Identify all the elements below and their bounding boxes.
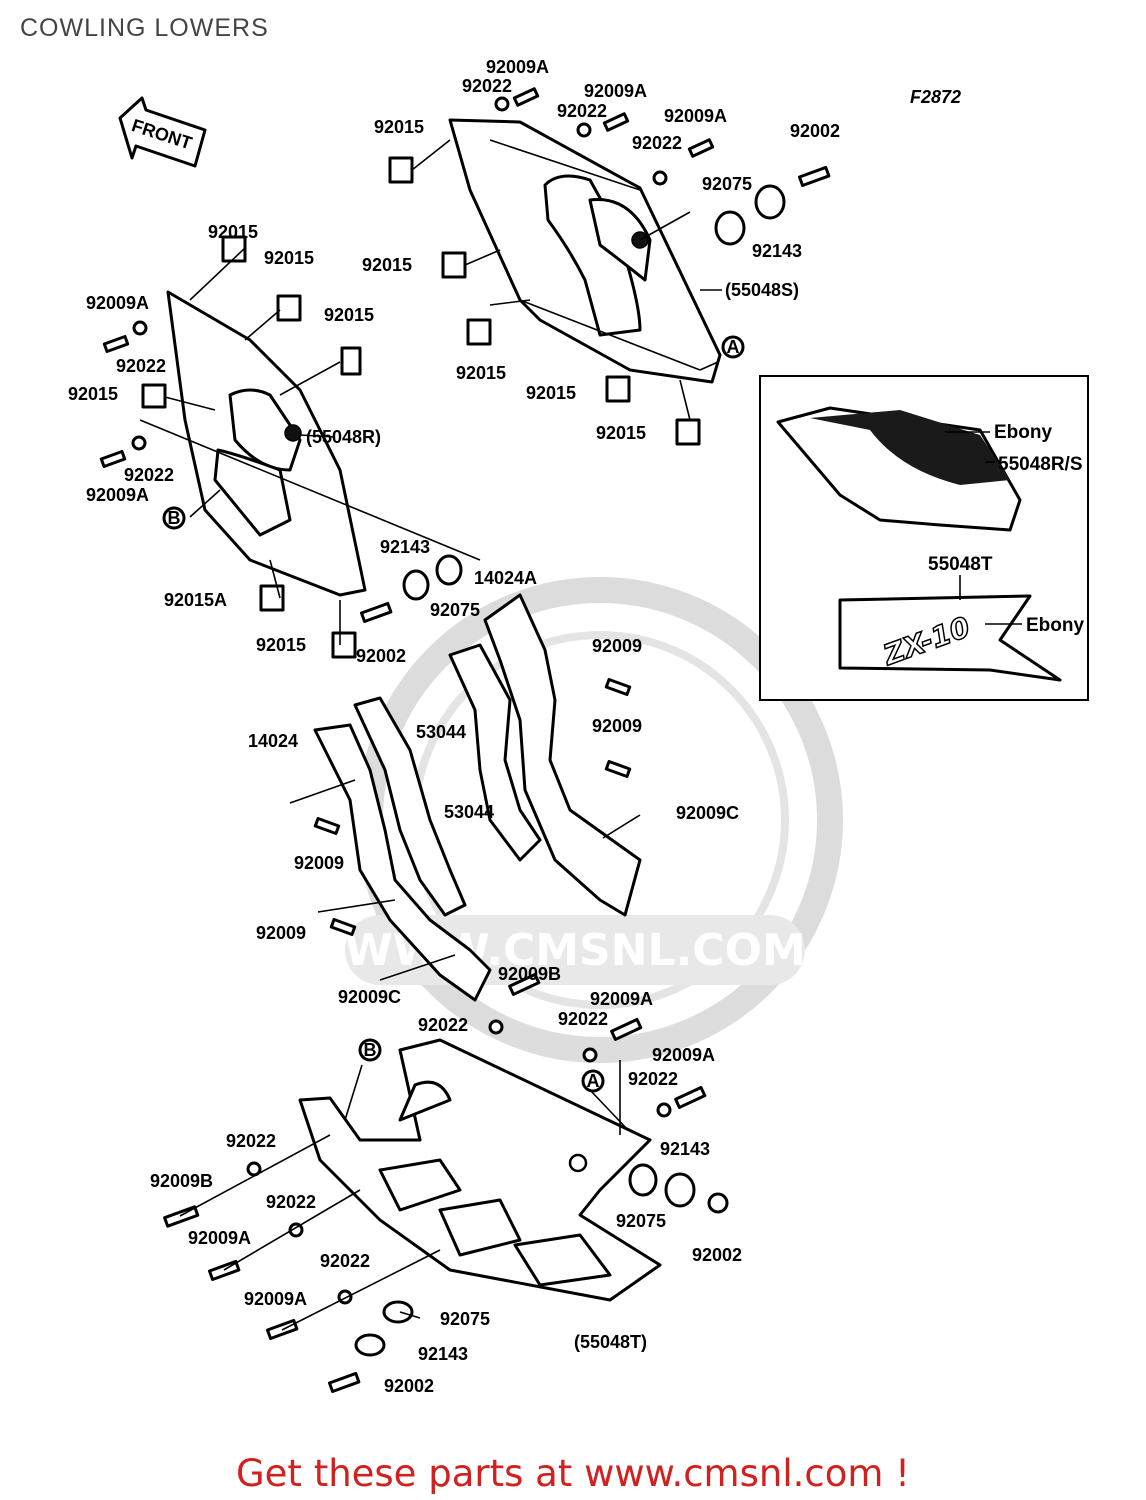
part-label: 92009A	[664, 106, 727, 126]
part-label: 92009B	[498, 964, 561, 984]
part-label: 92022	[418, 1015, 468, 1035]
part-label: 92022	[124, 465, 174, 485]
part-label: 92009A	[86, 293, 149, 313]
part-label: 92022	[226, 1131, 276, 1151]
duct-seal-left	[353, 696, 467, 917]
leader-lines	[139, 139, 722, 1331]
part-label: (55048R)	[306, 427, 381, 447]
part-label: 92143	[752, 241, 802, 261]
fastener-washers	[131, 96, 672, 1305]
part-label: 92015	[374, 117, 424, 137]
part-label: 92015	[596, 423, 646, 443]
part-label: (55048S)	[725, 280, 799, 300]
part-label: 92022	[557, 101, 607, 121]
inset-label-ebony-bottom: Ebony	[1026, 615, 1084, 636]
figure-code: F2872	[910, 87, 961, 107]
part-label: 92009A	[590, 989, 653, 1009]
front-arrow-icon: FRONT	[118, 96, 207, 168]
callout-b-upper: B	[162, 506, 186, 530]
svg-text:A: A	[587, 1071, 600, 1091]
part-label: 92022	[266, 1192, 316, 1212]
part-label: 92022	[632, 133, 682, 153]
part-label: 92009A	[584, 81, 647, 101]
part-label: 92143	[418, 1344, 468, 1364]
diagram-title: COWLING LOWERS	[20, 14, 269, 42]
part-label: 92009B	[150, 1171, 213, 1191]
part-label: 92015	[208, 222, 258, 242]
clips	[141, 156, 701, 659]
part-label: 92009C	[676, 803, 739, 823]
part-label: 53044	[416, 722, 466, 742]
part-label: 92075	[616, 1211, 666, 1231]
footer-promo-text: Get these parts at www.cmsnl.com !	[235, 1452, 910, 1495]
part-label: 92009	[256, 923, 306, 943]
part-label: (55048T)	[574, 1332, 647, 1352]
color-inset: ZX-10 Ebony 55048R/S 55048T Ebony	[759, 375, 1089, 701]
part-label: 92009A	[652, 1045, 715, 1065]
air-duct-right	[483, 593, 642, 917]
cowling-panel-left	[166, 290, 367, 597]
part-label: 92022	[320, 1251, 370, 1271]
inset-label-ebony-top: Ebony	[994, 422, 1052, 443]
part-label: 92009	[592, 636, 642, 656]
cowling-panel-right	[448, 118, 722, 384]
cowling-panel-lower	[298, 1038, 662, 1302]
part-label: 92075	[440, 1309, 490, 1329]
part-label: 92015	[68, 384, 118, 404]
part-labels: 92009A 92022 92009A 92022 92009A 92022 9…	[68, 57, 840, 1396]
part-label: 92009	[592, 716, 642, 736]
part-label: 92009A	[244, 1289, 307, 1309]
part-label: 92009A	[86, 485, 149, 505]
part-label: 92075	[702, 174, 752, 194]
part-label: 92015	[324, 305, 374, 325]
part-label: 92015	[456, 363, 506, 383]
part-label: 14024	[248, 731, 298, 751]
part-label: 92002	[790, 121, 840, 141]
part-label: 92022	[558, 1009, 608, 1029]
part-label: 92002	[356, 646, 406, 666]
svg-text:B: B	[364, 1040, 377, 1060]
part-label: 92075	[430, 600, 480, 620]
part-label: 92009A	[486, 57, 549, 77]
svg-text:B: B	[168, 508, 181, 528]
part-label: 92015	[362, 255, 412, 275]
part-label: 92022	[116, 356, 166, 376]
part-label: 92015	[526, 383, 576, 403]
inset-label-55048t: 55048T	[928, 554, 993, 575]
air-duct-left	[313, 723, 492, 1002]
part-label: 92002	[384, 1376, 434, 1396]
part-label: 92009	[294, 853, 344, 873]
part-label: 92009A	[188, 1228, 251, 1248]
part-label: 92015	[256, 635, 306, 655]
duct-seal-right	[448, 643, 542, 862]
part-label: 14024A	[474, 568, 537, 588]
inset-label-55048rs: 55048R/S	[998, 454, 1083, 475]
callout-b-lower: B	[358, 1038, 382, 1062]
part-label: 92015A	[164, 590, 227, 610]
part-label: 53044	[444, 802, 494, 822]
part-label: 92022	[462, 76, 512, 96]
grommets	[354, 184, 786, 1357]
part-label: 92009C	[338, 987, 401, 1007]
part-label: 92143	[380, 537, 430, 557]
part-label: 92143	[660, 1139, 710, 1159]
part-label: 92015	[264, 248, 314, 268]
svg-text:A: A	[727, 337, 740, 357]
callout-a-lower: A	[581, 1069, 605, 1093]
callout-a-upper: A	[721, 335, 745, 359]
part-label: 92022	[628, 1069, 678, 1089]
part-label: 92002	[692, 1245, 742, 1265]
